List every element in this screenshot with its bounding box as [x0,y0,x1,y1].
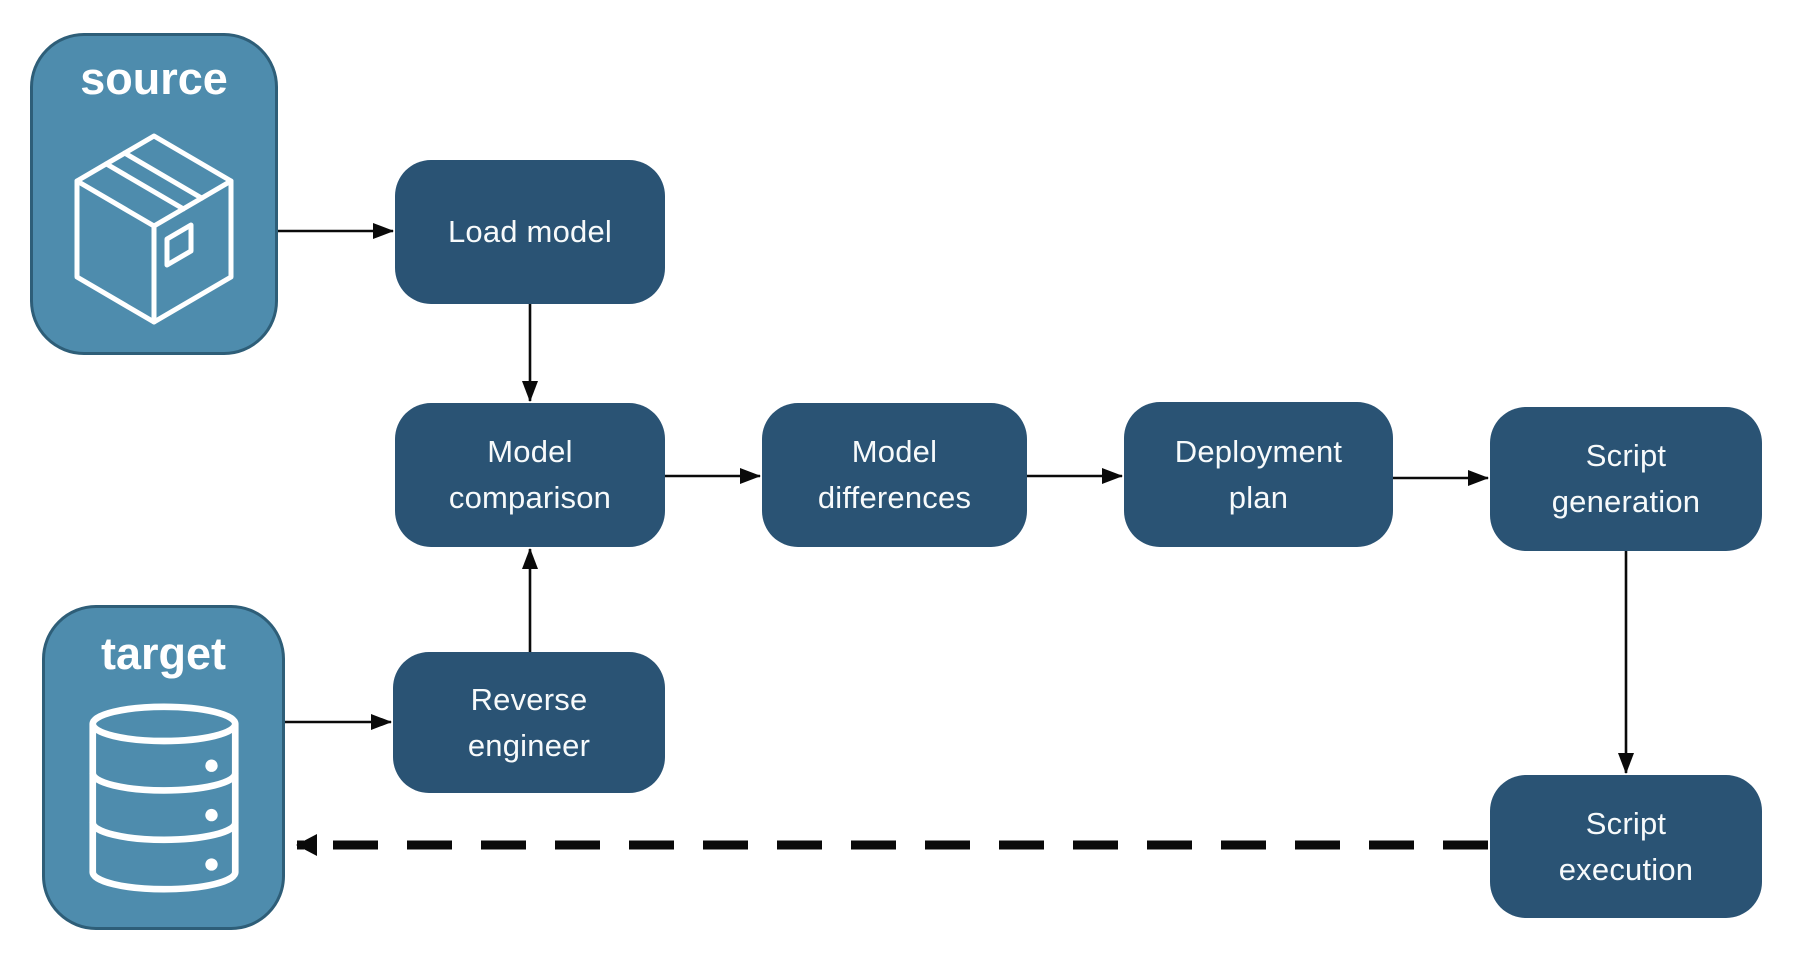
node-label: Model differences [817,434,972,515]
node-label: Script execution [1558,805,1694,887]
node-load-model: Load model [395,160,665,304]
node-label: Reverse engineer [467,681,591,763]
node-reverse-engineer: Reverse engineer [393,652,665,793]
node-deployment-plan: Deployment plan [1124,402,1393,547]
node-source: source [30,33,278,355]
node-label: Load model [447,214,612,249]
node-label: Model comparison [448,434,612,515]
node-script-execution: Script execution [1490,775,1762,918]
node-label: Deployment plan [1174,433,1343,515]
node-script-generation: Script generation [1490,407,1762,551]
database-icon [88,703,239,893]
node-model-differences: Model differences [762,403,1027,547]
node-model-comparison: Model comparison [395,403,665,547]
source-label: source [80,53,228,104]
package-icon [74,133,234,325]
target-label: target [100,628,227,679]
node-label: Script generation [1551,438,1701,519]
node-target: target [42,605,285,930]
